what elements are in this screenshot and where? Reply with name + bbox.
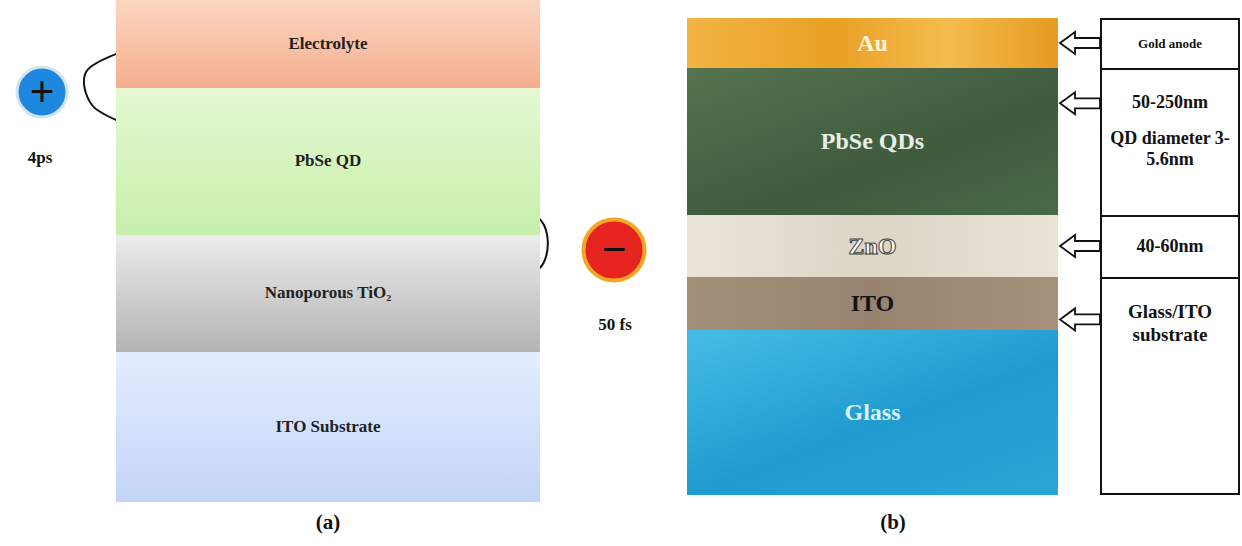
charge-circle-fill — [17, 67, 67, 117]
annotation-text: 40-60nm — [1137, 236, 1204, 258]
annotation-text: Gold anode — [1138, 36, 1202, 52]
electrolyte-layer: Electrolyte — [116, 0, 540, 88]
annotation-cell: Gold anode — [1100, 18, 1240, 70]
layer-label: Au — [857, 29, 888, 58]
annotation-text: QD diameter 3-5.6nm — [1108, 128, 1232, 171]
hole-symbol: + — [15, 65, 69, 119]
electron-symbol: − — [581, 217, 647, 283]
tio2-layer: Nanoporous TiO₂ — [116, 235, 540, 352]
annotation-text: Glass/ITO substrate — [1108, 301, 1232, 347]
pointer-arrow — [1060, 32, 1100, 54]
connector-group — [1060, 92, 1100, 114]
charge-circle-fill — [584, 220, 645, 281]
layer-label: Nanoporous TiO₂ — [265, 283, 392, 303]
connector-group — [1060, 32, 1100, 54]
annotation-cell: 40-60nm — [1100, 215, 1240, 279]
time-label: 50 fs — [598, 315, 632, 335]
charge-sign: − — [601, 228, 626, 272]
pointer-arrow — [1060, 235, 1100, 257]
pointer-arrow — [1060, 92, 1100, 114]
layer-label: ZnO — [848, 232, 896, 261]
annotation-cell: Glass/ITO substrate — [1100, 277, 1240, 495]
connector-group — [1060, 308, 1100, 330]
ito-layer: ITO — [687, 277, 1058, 330]
glass-layer: Glass — [687, 330, 1058, 495]
ito-substrate-layer: ITO Substrate — [116, 352, 540, 502]
layer-label: Electrolyte — [289, 34, 368, 54]
pointer-arrow — [1060, 308, 1100, 330]
layer-label: ITO Substrate — [275, 417, 380, 437]
time-label: 4ps — [28, 148, 53, 168]
zno-layer: ZnO — [687, 215, 1058, 277]
pbse-qd-layer: PbSe QDs — [687, 68, 1058, 215]
panel-caption: (b) — [880, 510, 906, 535]
layer-label: ITO — [851, 289, 895, 318]
charge-sign: + — [29, 70, 54, 114]
annotation-text: 50-250nm — [1132, 92, 1208, 114]
quantum-dot-layer: PbSe QD — [116, 88, 540, 235]
panel-caption: (a) — [316, 510, 341, 535]
gold-layer: Au — [687, 18, 1058, 68]
annotation-cell: 50-250nm QD diameter 3-5.6nm — [1100, 68, 1240, 217]
layer-label: Glass — [844, 398, 900, 427]
connector-group — [1060, 235, 1100, 257]
layer-label: PbSe QD — [295, 151, 362, 171]
layer-label: PbSe QDs — [821, 127, 924, 156]
